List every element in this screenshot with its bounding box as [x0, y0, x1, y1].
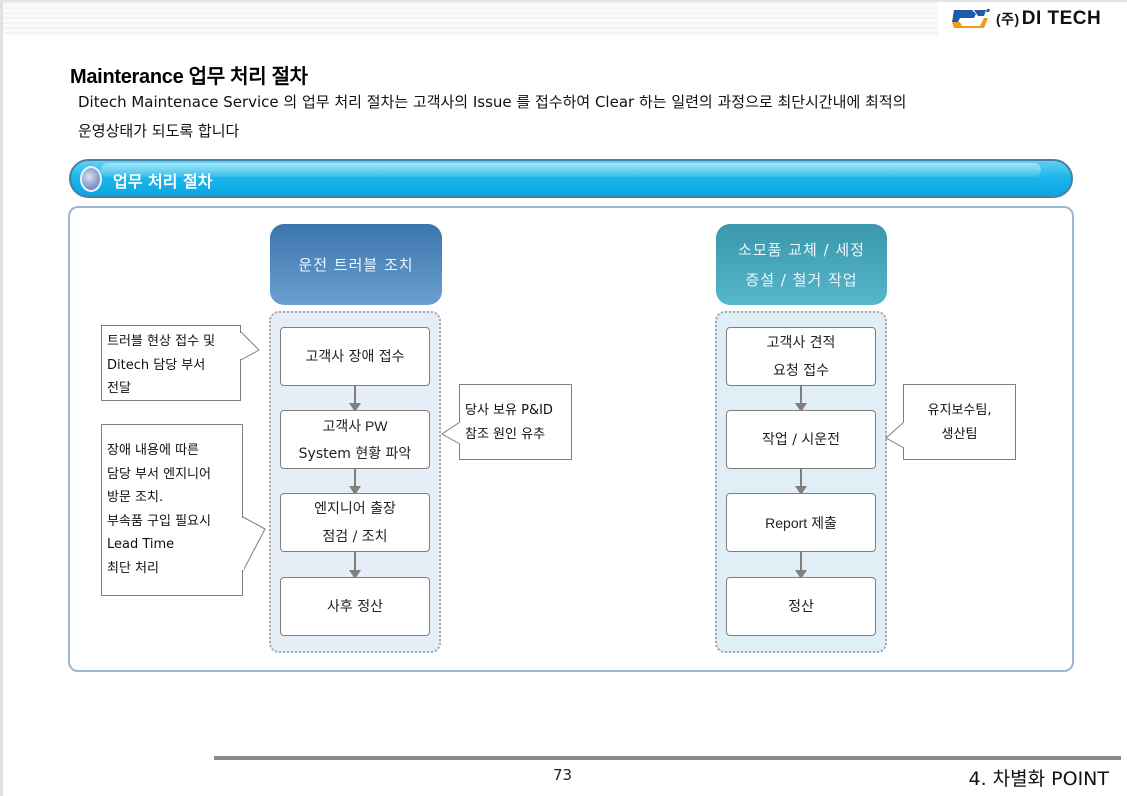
right-step-3: Report 제출: [726, 493, 876, 552]
logo-prefix: (주): [996, 11, 1020, 27]
logo-text: (주)DI TECH: [996, 8, 1101, 30]
footer-section-name: 4. 차별화 POINT: [968, 768, 1109, 790]
arrow-down-icon: [349, 469, 361, 495]
top-border: [0, 0, 1127, 2]
step-text: 고객사 견적: [766, 334, 836, 351]
callout-line: 부속품 구입 필요시: [107, 513, 211, 529]
step-text: 엔지니어 출장: [314, 500, 396, 517]
right-flow-header-text: 소모품 교체 / 세정: [738, 240, 865, 259]
page-number: 73: [553, 766, 573, 784]
callout-line: Ditech 담당 부서: [107, 357, 206, 373]
page-title: Mainterance 업무 처리 절차: [70, 66, 308, 88]
step-text: Report 제출: [765, 514, 837, 531]
step-text: 고객사 장애 접수: [305, 348, 405, 365]
left-edge: [0, 0, 3, 796]
arrow-down-icon: [795, 469, 807, 495]
step-text: 요청 접수: [773, 362, 829, 379]
step-text: System 현황 파악: [298, 445, 412, 462]
callout-line: 트러블 현상 접수 및: [107, 334, 216, 349]
callout-line: 방문 조치.: [107, 490, 164, 505]
callout-pointer-icon: [441, 421, 461, 445]
company-logo: (주)DI TECH: [950, 6, 1101, 32]
right-flow-header: 소모품 교체 / 세정 증설 / 철거 작업: [716, 224, 887, 305]
callout-maintenance-team: 유지보수팀, 생산팀: [903, 384, 1016, 460]
left-step-3: 엔지니어 출장 점검 / 조치: [280, 493, 430, 552]
section-header-label: 업무 처리 절차: [113, 172, 213, 191]
callout-line: 당사 보유 P&ID: [465, 403, 553, 418]
left-step-4: 사후 정산: [280, 577, 430, 636]
step-text: 고객사 PW: [322, 417, 388, 434]
right-step-1: 고객사 견적 요청 접수: [726, 327, 876, 386]
step-text: 사후 정산: [327, 598, 383, 615]
description-line-2: 운영상태가 되도록 합니다: [78, 122, 240, 140]
callout-pointer-icon: [242, 516, 266, 572]
arrow-down-icon: [349, 386, 361, 412]
callout-line: 장애 내용에 따른: [107, 443, 199, 458]
callout-line: 담당 부서 엔지니어: [107, 466, 211, 482]
callout-engineer-visit: 장애 내용에 따른 담당 부서 엔지니어 방문 조치. 부속품 구입 필요시 L…: [101, 424, 243, 596]
arrow-down-icon: [349, 552, 361, 579]
footer-divider: [214, 756, 1121, 760]
step-text: 점검 / 조치: [322, 528, 388, 545]
right-flow-header-text: 증설 / 철거 작업: [745, 270, 858, 289]
step-text: 작업 / 시운전: [761, 431, 841, 448]
callout-pid-reference: 당사 보유 P&ID 참조 원인 유추: [459, 384, 572, 460]
section-header-gloss: [101, 163, 1041, 177]
logo-name: DI TECH: [1021, 8, 1102, 29]
callout-line: 참조 원인 유추: [465, 426, 546, 442]
header-stripes: [3, 2, 938, 35]
arrow-down-icon: [795, 552, 807, 579]
left-step-2: 고객사 PW System 현황 파악: [280, 410, 430, 469]
callout-line: 최단 처리: [107, 560, 159, 576]
right-step-4: 정산: [726, 577, 876, 636]
bullet-circle-icon: [80, 166, 102, 192]
step-text: 정산: [788, 598, 814, 615]
left-flow-header-text: 운전 트러블 조치: [298, 255, 414, 274]
description-line-1: Ditech Maintenace Service 의 업무 처리 절차는 고객…: [78, 93, 907, 111]
callout-line: 전달: [107, 381, 131, 396]
left-flow-header: 운전 트러블 조치: [270, 224, 442, 305]
right-step-2: 작업 / 시운전: [726, 410, 876, 469]
callout-line: 유지보수팀,: [927, 403, 992, 418]
arrow-down-icon: [795, 386, 807, 412]
left-step-1: 고객사 장애 접수: [280, 327, 430, 386]
callout-trouble-receipt: 트러블 현상 접수 및 Ditech 담당 부서 전달: [101, 325, 241, 401]
ditech-logo-icon: [952, 9, 990, 28]
callout-line: Lead Time: [107, 537, 175, 552]
callout-line: 생산팀: [941, 426, 978, 442]
section-header-bar: 업무 처리 절차: [69, 159, 1073, 198]
page-description: Ditech Maintenace Service 의 업무 처리 절차는 고객…: [78, 88, 1078, 146]
callout-pointer-icon: [885, 421, 905, 449]
callout-pointer-icon: [240, 331, 260, 361]
